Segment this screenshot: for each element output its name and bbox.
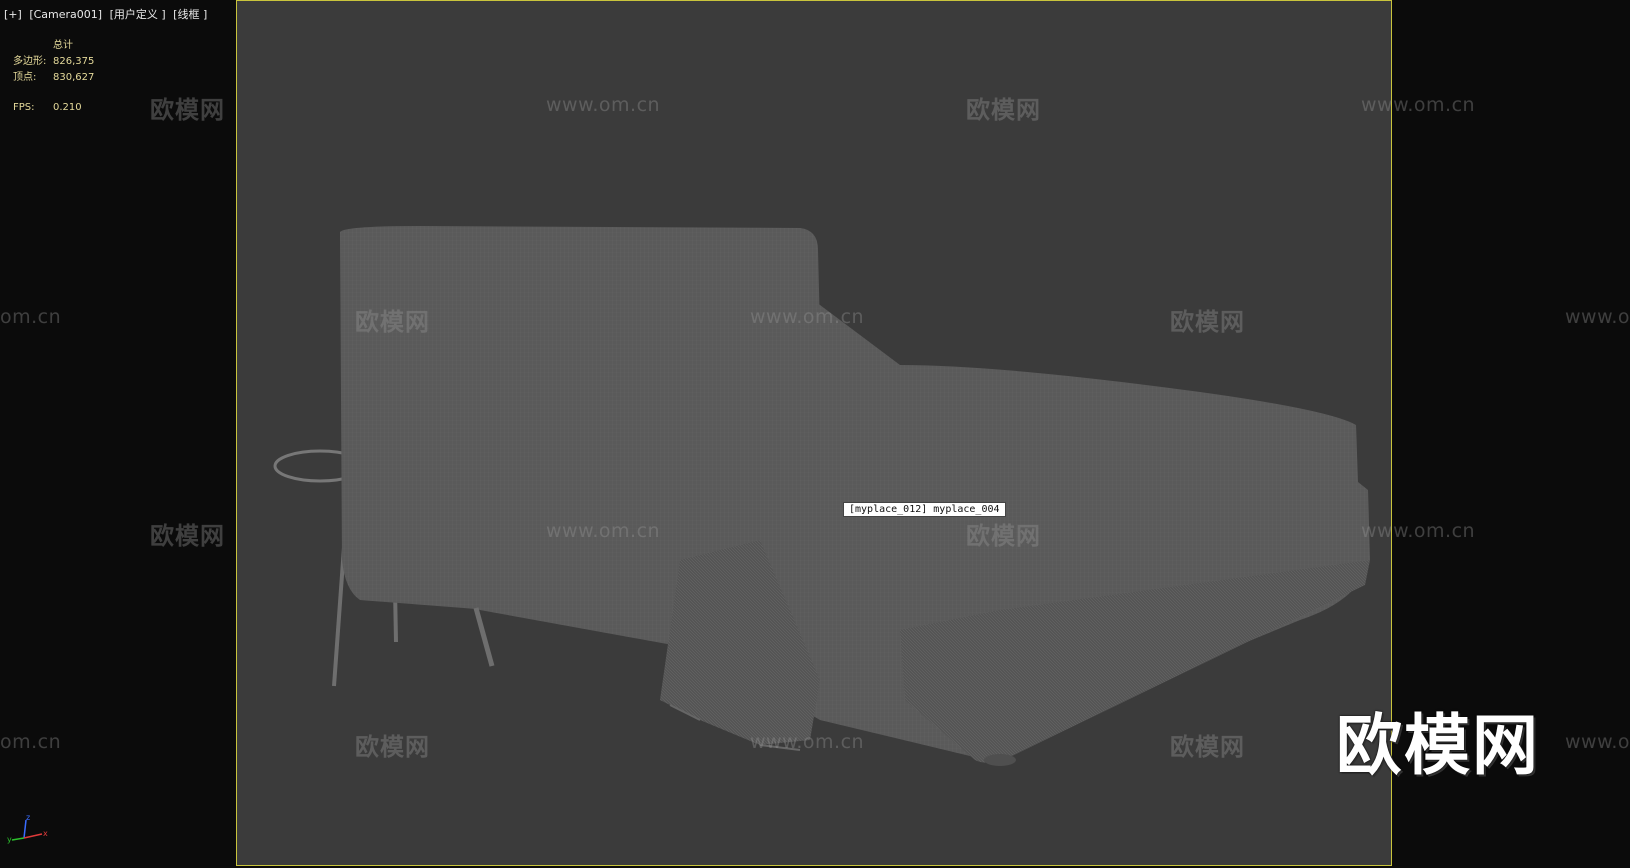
vertices-value: 830,627 xyxy=(53,72,95,83)
vertices-label: 顶点: xyxy=(13,72,37,83)
watermark-logo: 欧模网 xyxy=(1170,733,1245,761)
watermark-url: www.o xyxy=(1565,306,1630,328)
viewport-user-defined-menu[interactable]: [用户定义 ] xyxy=(109,8,166,21)
throw-blanket xyxy=(660,540,820,745)
axis-z-label: z xyxy=(26,813,30,822)
watermark-url: www.om.cn xyxy=(1361,94,1476,116)
bed-base xyxy=(900,560,1370,763)
scene-statistics: 总计 多边形: 826,375 顶点: 830,627 FPS: 0.210 xyxy=(13,38,94,116)
polygons-value: 826,375 xyxy=(53,56,95,67)
watermark-url: www.om.cn xyxy=(1361,520,1476,542)
stats-header: 总计 xyxy=(53,40,73,51)
bed-foot xyxy=(984,754,1016,766)
watermark-url: www.om.cn xyxy=(546,94,661,116)
watermark-logo: 欧模网 xyxy=(966,522,1041,550)
fps-label: FPS: xyxy=(13,102,35,113)
watermark-url: om.cn xyxy=(0,306,62,328)
watermark-logo: 欧模网 xyxy=(1170,308,1245,336)
viewport-label-menu: [+] [Camera001] [用户定义 ] [线框 ] xyxy=(4,6,211,22)
watermark-logo: 欧模网 xyxy=(355,733,430,761)
brand-logo: 欧模网 xyxy=(1336,707,1540,784)
watermark-url: www.o xyxy=(1565,731,1630,753)
bed-leg xyxy=(473,607,495,667)
viewport-general-menu[interactable]: [+] xyxy=(4,8,22,21)
watermark-url: www.om.cn xyxy=(546,520,661,542)
axis-x-label: x xyxy=(43,829,48,838)
watermark-logo: 欧模网 xyxy=(150,96,225,124)
watermark-url: www.om.cn xyxy=(750,306,865,328)
watermark-logo: 欧模网 xyxy=(966,96,1041,124)
watermark-url: www.om.cn xyxy=(750,731,865,753)
viewport-camera-menu[interactable]: [Camera001] xyxy=(29,8,103,21)
watermark-url: om.cn xyxy=(0,731,62,753)
polygons-label: 多边形: xyxy=(13,56,47,67)
viewport-shading-menu[interactable]: [线框 ] xyxy=(173,8,208,21)
axis-y-label: y xyxy=(7,835,12,844)
watermark-logo: 欧模网 xyxy=(355,308,430,336)
watermark-logo: 欧模网 xyxy=(150,522,225,550)
object-name-tooltip: [myplace_012] myplace_004 xyxy=(843,502,1006,517)
axis-gizmo-icon: z y x xyxy=(7,813,48,844)
fps-value: 0.210 xyxy=(53,102,82,113)
